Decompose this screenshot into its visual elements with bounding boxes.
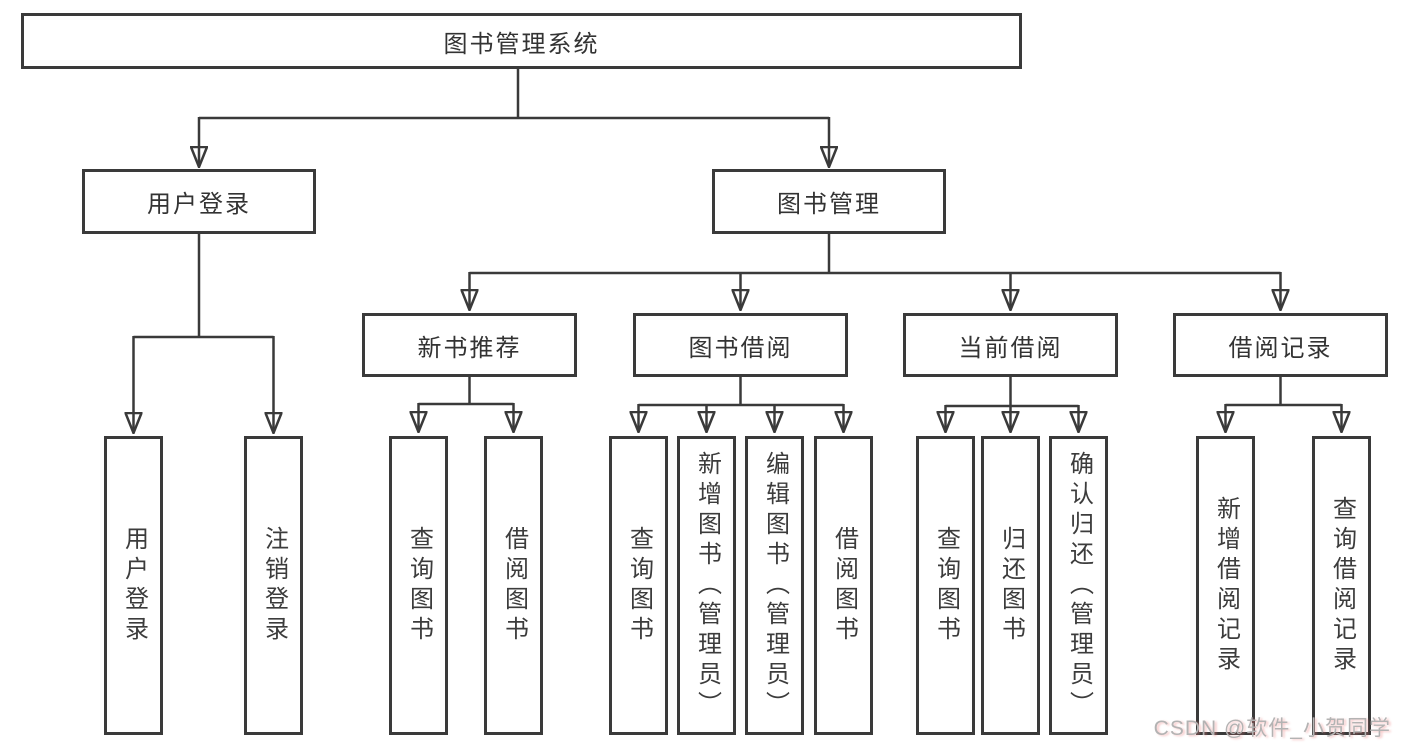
leaf-edit-books-admin: 编辑图书（管理员） [745, 436, 804, 735]
leaf-query-books-recommend: 查询图书 [389, 436, 448, 735]
node-root: 图书管理系统 [21, 13, 1022, 69]
leaf-label: 归还图书 [997, 525, 1025, 646]
leaf-return-books: 归还图书 [981, 436, 1040, 735]
node-book-borrowing: 图书借阅 [633, 313, 848, 377]
leaf-confirm-return-admin: 确认归还（管理员） [1049, 436, 1108, 735]
leaf-label: 查询图书 [405, 525, 433, 646]
leaf-add-books-admin: 新增图书（管理员） [677, 436, 736, 735]
leaf-label: 新增图书（管理员） [693, 450, 721, 721]
leaf-label: 借阅图书 [500, 525, 528, 646]
leaf-query-books-borrowing: 查询图书 [609, 436, 668, 735]
node-current-borrowing: 当前借阅 [903, 313, 1118, 377]
leaf-label: 新增借阅记录 [1212, 495, 1240, 676]
leaf-label: 查询图书 [625, 525, 653, 646]
leaf-label: 编辑图书（管理员） [761, 450, 789, 721]
leaf-label: 用户登录 [120, 525, 148, 646]
leaf-label: 查询借阅记录 [1328, 495, 1356, 676]
leaf-query-borrow-record: 查询借阅记录 [1312, 436, 1371, 735]
leaf-query-books-current: 查询图书 [916, 436, 975, 735]
leaf-label: 确认归还（管理员） [1065, 450, 1093, 721]
csdn-watermark: CSDN @软件_小贺同学 [1153, 717, 1391, 740]
node-user-login: 用户登录 [82, 169, 316, 234]
node-borrowing-records: 借阅记录 [1173, 313, 1388, 377]
leaf-label: 借阅图书 [830, 525, 858, 646]
leaf-add-borrow-record: 新增借阅记录 [1196, 436, 1255, 735]
leaf-logout: 注销登录 [244, 436, 303, 735]
leaf-label: 注销登录 [260, 525, 288, 646]
node-book-management: 图书管理 [712, 169, 946, 234]
node-new-book-recommend: 新书推荐 [362, 313, 577, 377]
leaf-borrow-books-borrowing: 借阅图书 [814, 436, 873, 735]
leaf-label: 查询图书 [932, 525, 960, 646]
leaf-user-login: 用户登录 [104, 436, 163, 735]
leaf-borrow-books-recommend: 借阅图书 [484, 436, 543, 735]
